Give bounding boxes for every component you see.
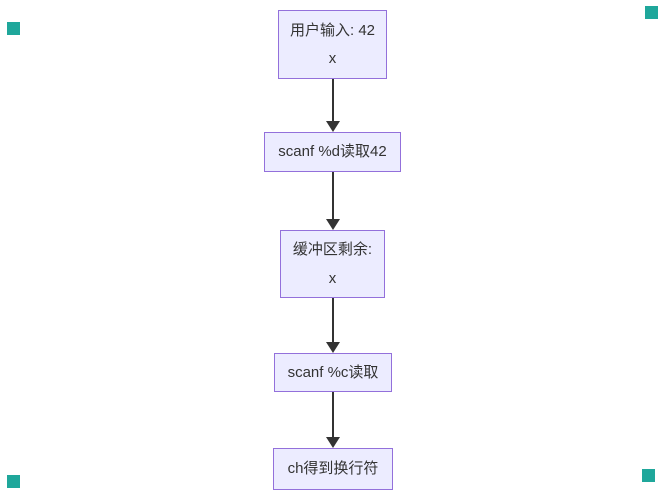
node-text-line: ch得到换行符 [287,460,379,478]
arrow-shaft [332,172,334,220]
node-text-line: 用户输入: 42 [289,21,376,39]
resize-handle-top-right[interactable] [645,6,658,19]
flow-node-ch-newline: ch得到换行符 [273,448,393,490]
arrowhead-down-icon [326,121,340,132]
arrow-shaft [332,298,334,343]
flow-arrow-4 [325,392,341,448]
arrow-shaft [332,79,334,122]
flow-node-buffer-remaining: 缓冲区剩余: x [280,230,385,298]
node-text-line: scanf %d读取42 [278,143,387,161]
resize-handle-bottom-left[interactable] [7,475,20,488]
node-text-line: x [328,50,337,67]
node-text-line: scanf %c读取 [287,363,379,381]
flow-node-user-input: 用户输入: 42 x [278,10,387,79]
node-text-line: x [328,269,337,287]
arrowhead-down-icon [326,437,340,448]
flow-arrow-2 [325,172,341,230]
flow-arrow-1 [325,79,341,132]
flow-node-scanf-c-read: scanf %c读取 [274,353,392,392]
node-text-line: 缓冲区剩余: [292,241,373,258]
arrowhead-down-icon [326,342,340,353]
arrow-shaft [332,392,334,438]
flow-arrow-3 [325,298,341,353]
resize-handle-bottom-right[interactable] [642,469,655,482]
arrowhead-down-icon [326,219,340,230]
flow-node-scanf-d-read: scanf %d读取42 [264,132,401,172]
resize-handle-top-left[interactable] [7,22,20,35]
